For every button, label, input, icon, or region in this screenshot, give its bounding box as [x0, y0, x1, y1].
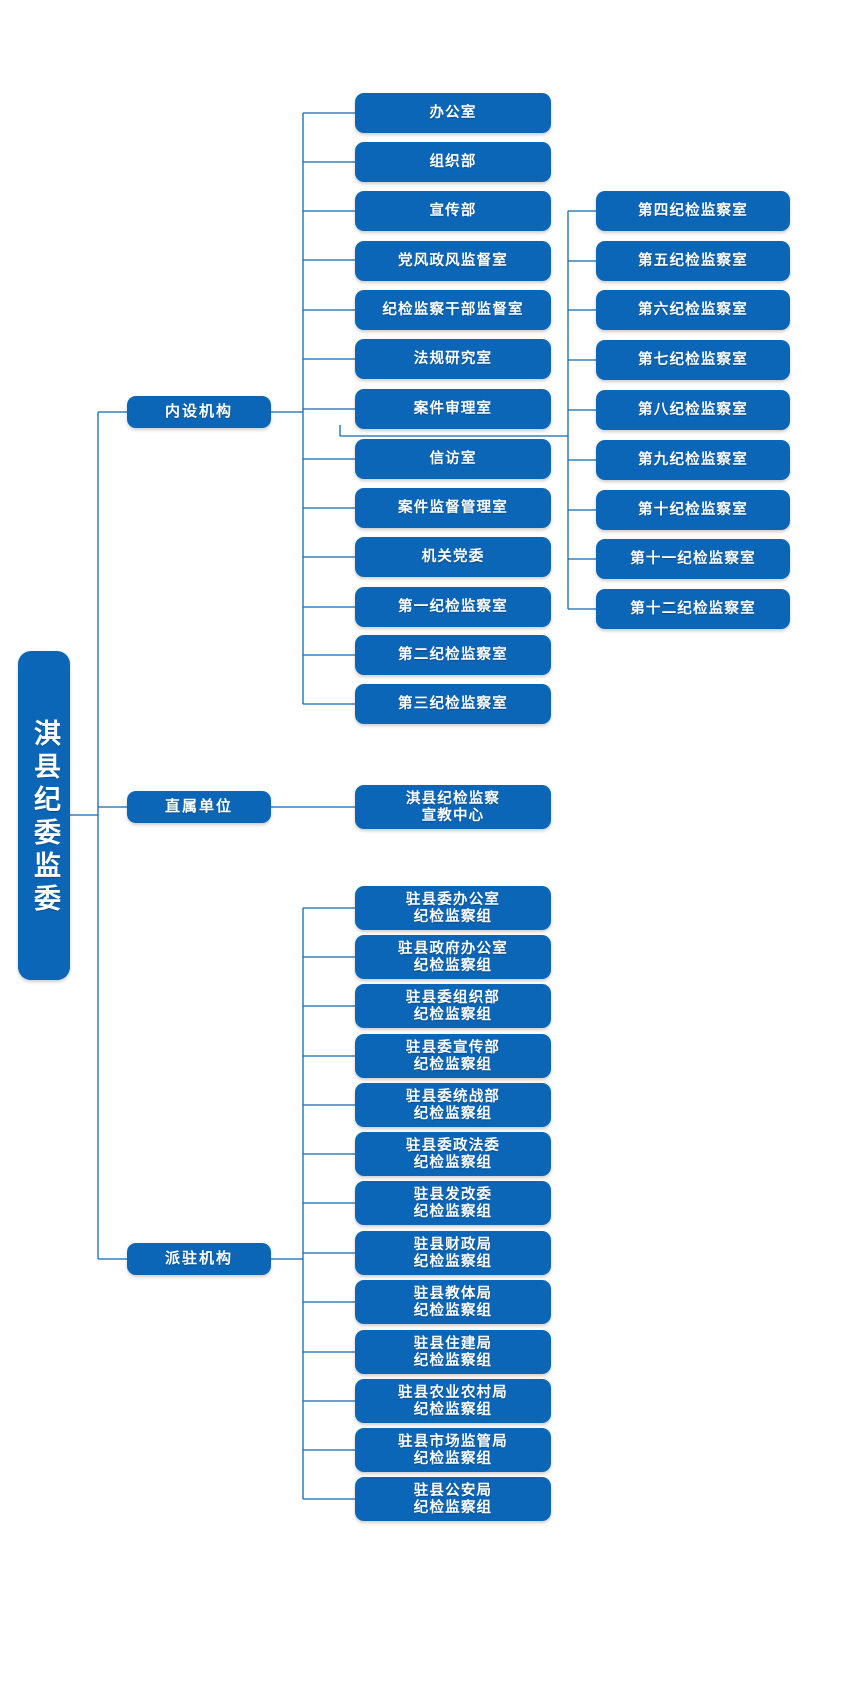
- inspection-room-node[interactable]: 第四纪检监察室: [596, 191, 790, 231]
- stationed-unit-node[interactable]: 驻县委办公室 纪检监察组: [355, 886, 551, 930]
- internal-unit-node[interactable]: 信访室: [355, 439, 551, 479]
- stationed-unit-line1: 驻县住建局: [413, 1334, 493, 1352]
- stationed-unit-line1: 驻县农业农村局: [398, 1383, 508, 1401]
- stationed-unit-node[interactable]: 驻县财政局 纪检监察组: [355, 1231, 551, 1275]
- stationed-unit-line2: 纪检监察组: [413, 1056, 493, 1073]
- stationed-unit-line1: 驻县公安局: [413, 1481, 493, 1499]
- stationed-unit-line1: 驻县市场监管局: [398, 1432, 508, 1450]
- stationed-unit-node[interactable]: 驻县委组织部 纪检监察组: [355, 984, 551, 1028]
- internal-unit-node[interactable]: 第三纪检监察室: [355, 684, 551, 724]
- category-stationed-units[interactable]: 派驻机构: [127, 1243, 271, 1275]
- stationed-unit-node[interactable]: 驻县住建局 纪检监察组: [355, 1330, 551, 1374]
- internal-unit-node[interactable]: 案件监督管理室: [355, 488, 551, 528]
- internal-unit-node[interactable]: 党风政风监督室: [355, 241, 551, 281]
- inspection-room-node[interactable]: 第七纪检监察室: [596, 340, 790, 380]
- stationed-unit-line2: 纪检监察组: [413, 1499, 493, 1516]
- inspection-room-node[interactable]: 第五纪检监察室: [596, 241, 790, 281]
- stationed-unit-node[interactable]: 驻县政府办公室 纪检监察组: [355, 935, 551, 979]
- stationed-unit-line1: 驻县委政法委: [405, 1136, 501, 1154]
- stationed-unit-node[interactable]: 驻县委政法委 纪检监察组: [355, 1132, 551, 1176]
- internal-unit-node[interactable]: 案件审理室: [355, 389, 551, 429]
- stationed-unit-line2: 纪检监察组: [413, 1006, 493, 1023]
- stationed-unit-node[interactable]: 驻县公安局 纪检监察组: [355, 1477, 551, 1521]
- stationed-unit-line1: 驻县委统战部: [405, 1087, 501, 1105]
- category-internal-units[interactable]: 内设机构: [127, 396, 271, 428]
- internal-unit-node[interactable]: 法规研究室: [355, 339, 551, 379]
- stationed-unit-line2: 纪检监察组: [413, 1154, 493, 1171]
- internal-unit-node[interactable]: 第二纪检监察室: [355, 635, 551, 675]
- stationed-unit-line1: 驻县政府办公室: [398, 939, 508, 957]
- stationed-unit-line2: 纪检监察组: [413, 908, 493, 925]
- direct-unit-line1: 淇县纪检监察: [405, 789, 501, 807]
- stationed-unit-line2: 纪检监察组: [413, 1352, 493, 1369]
- stationed-unit-line1: 驻县发改委: [413, 1185, 493, 1203]
- inspection-room-node[interactable]: 第九纪检监察室: [596, 440, 790, 480]
- stationed-unit-node[interactable]: 驻县发改委 纪检监察组: [355, 1181, 551, 1225]
- root-node[interactable]: 淇县纪委监委: [18, 651, 70, 980]
- stationed-unit-line2: 纪检监察组: [413, 1105, 493, 1122]
- stationed-unit-line2: 纪检监察组: [413, 1302, 493, 1319]
- internal-unit-node[interactable]: 机关党委: [355, 537, 551, 577]
- internal-unit-node[interactable]: 纪检监察干部监督室: [355, 290, 551, 330]
- category-direct-units[interactable]: 直属单位: [127, 791, 271, 823]
- stationed-unit-node[interactable]: 驻县委宣传部 纪检监察组: [355, 1034, 551, 1078]
- internal-unit-node[interactable]: 办公室: [355, 93, 551, 133]
- direct-unit-node[interactable]: 淇县纪检监察 宣教中心: [355, 785, 551, 829]
- stationed-unit-node[interactable]: 驻县市场监管局 纪检监察组: [355, 1428, 551, 1472]
- stationed-unit-node[interactable]: 驻县农业农村局 纪检监察组: [355, 1379, 551, 1423]
- internal-unit-node[interactable]: 组织部: [355, 142, 551, 182]
- stationed-unit-line2: 纪检监察组: [413, 1203, 493, 1220]
- stationed-unit-line2: 纪检监察组: [413, 1401, 493, 1418]
- direct-unit-line2: 宣教中心: [421, 807, 485, 824]
- stationed-unit-line1: 驻县委办公室: [405, 890, 501, 908]
- stationed-unit-line2: 纪检监察组: [413, 1253, 493, 1270]
- stationed-unit-node[interactable]: 驻县教体局 纪检监察组: [355, 1280, 551, 1324]
- inspection-room-node[interactable]: 第六纪检监察室: [596, 290, 790, 330]
- stationed-unit-line1: 驻县委宣传部: [405, 1038, 501, 1056]
- stationed-unit-node[interactable]: 驻县委统战部 纪检监察组: [355, 1083, 551, 1127]
- inspection-room-node[interactable]: 第八纪检监察室: [596, 390, 790, 430]
- stationed-unit-line1: 驻县委组织部: [405, 988, 501, 1006]
- inspection-room-node[interactable]: 第十二纪检监察室: [596, 589, 790, 629]
- internal-unit-node[interactable]: 宣传部: [355, 191, 551, 231]
- stationed-unit-line2: 纪检监察组: [413, 957, 493, 974]
- stationed-unit-line1: 驻县财政局: [413, 1235, 493, 1253]
- inspection-room-node[interactable]: 第十纪检监察室: [596, 490, 790, 530]
- inspection-room-node[interactable]: 第十一纪检监察室: [596, 539, 790, 579]
- stationed-unit-line2: 纪检监察组: [413, 1450, 493, 1467]
- stationed-unit-line1: 驻县教体局: [413, 1284, 493, 1302]
- internal-unit-node[interactable]: 第一纪检监察室: [355, 587, 551, 627]
